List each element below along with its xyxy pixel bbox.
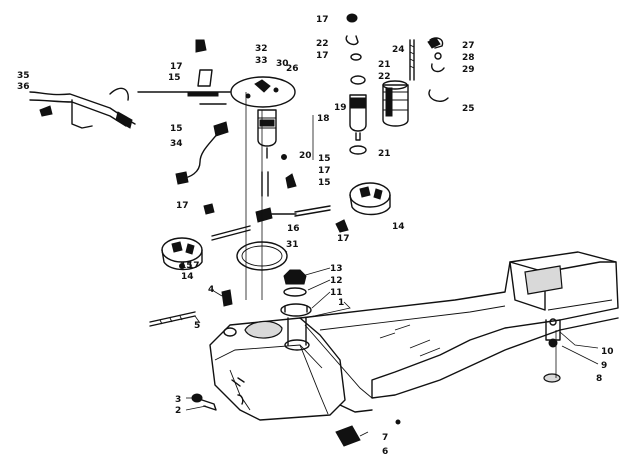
callout-11: 11: [330, 288, 343, 298]
fuel-lines-left: [29, 39, 231, 185]
callout-15-b: 15: [170, 124, 183, 134]
callout-15-e: 15: [180, 261, 193, 271]
fuel-pump-mount-plate: [230, 76, 296, 108]
callout-31: 31: [286, 240, 299, 250]
callout-29: 29: [462, 65, 475, 75]
fuel-lines-middle: [203, 171, 349, 241]
callout-22-b: 22: [378, 72, 391, 82]
callout-15-d: 15: [318, 178, 331, 188]
hose-clamps-right: [427, 37, 449, 102]
callout-13: 13: [330, 264, 343, 274]
callout-25: 25: [462, 104, 475, 114]
callout-22-a: 22: [316, 39, 329, 49]
callout-15-a: 15: [168, 73, 181, 83]
callout-17-e: 17: [316, 15, 329, 25]
callout-17-d: 17: [337, 234, 350, 244]
callout-5: 5: [194, 321, 200, 331]
lower-left-hardware: [149, 289, 233, 411]
callout-2: 2: [175, 406, 181, 416]
callout-9: 9: [601, 361, 607, 371]
fuel-sender-right: [349, 182, 391, 216]
callout-21-b: 21: [378, 149, 391, 159]
callout-7: 7: [382, 433, 388, 443]
callout-18: 18: [317, 114, 330, 124]
callout-24: 24: [392, 45, 405, 55]
callout-14-left: 14: [181, 272, 194, 282]
callout-14-right: 14: [392, 222, 405, 232]
fuel-sender-left: [161, 237, 203, 271]
callout-16: 16: [287, 224, 300, 234]
callout-27: 27: [462, 41, 475, 51]
lower-right-hardware: [335, 318, 561, 447]
fuel-cap-assembly: [280, 269, 312, 317]
fuel-pump-in-tank: [257, 109, 287, 160]
callout-1: 1: [338, 298, 344, 308]
callout-20: 20: [299, 151, 312, 161]
callout-17-a: 17: [170, 62, 183, 72]
callout-28: 28: [462, 53, 475, 63]
callout-32: 32: [255, 44, 268, 54]
fuel-tank-assembly: [209, 251, 619, 421]
callout-12: 12: [330, 276, 343, 286]
callout-15-c: 15: [318, 154, 331, 164]
callout-19: 19: [334, 103, 347, 113]
callout-36: 36: [17, 82, 30, 92]
callout-3: 3: [175, 395, 181, 405]
callout-labels: 1 2 3 4 5 6 7 8 9 10 11 12 13 14 14 15 1…: [17, 15, 614, 457]
callout-8: 8: [596, 374, 602, 384]
callout-30: 30: [276, 59, 289, 69]
callout-leaders: [185, 92, 599, 437]
callout-33: 33: [255, 56, 268, 66]
fuel-pump-assembly: [345, 13, 415, 155]
callout-35: 35: [17, 71, 30, 81]
callout-34: 34: [170, 139, 183, 149]
callout-4: 4: [208, 285, 214, 295]
callout-17-f: 17: [316, 51, 329, 61]
callout-6: 6: [382, 447, 388, 457]
callout-17-c: 17: [176, 201, 189, 211]
callout-10: 10: [601, 347, 614, 357]
callout-17-b: 17: [318, 166, 331, 176]
callout-26: 26: [286, 64, 299, 74]
callout-17-g: 17: [187, 261, 200, 271]
callout-21-a: 21: [378, 60, 391, 70]
